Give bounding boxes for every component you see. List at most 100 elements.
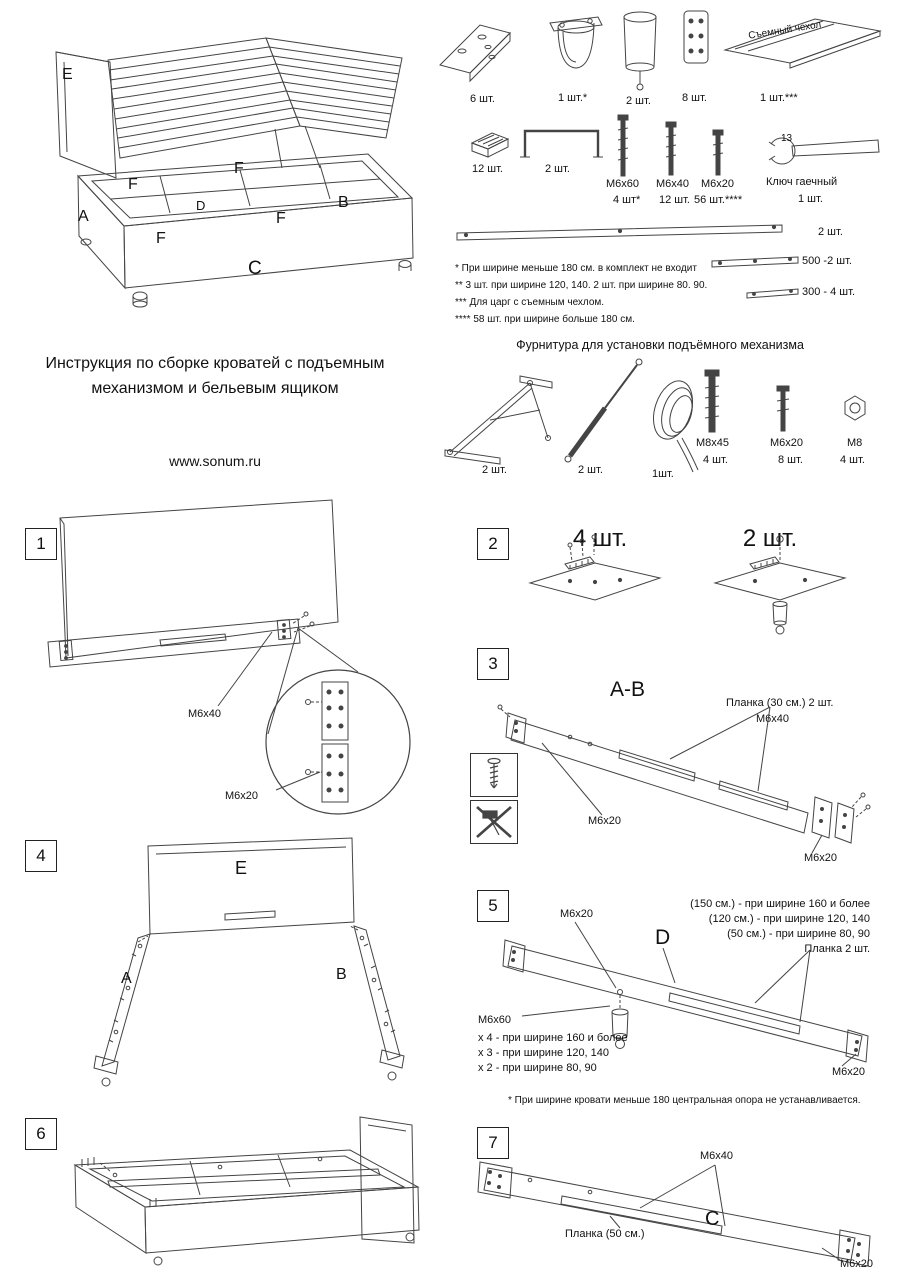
website-link: www.sonum.ru — [169, 453, 261, 469]
no-hammer-icon — [470, 800, 518, 844]
step5-width-line3: (50 см.) - при ширине 80, 90 — [727, 928, 870, 940]
overview-label-f4: F — [156, 230, 166, 247]
overview-label-f1: F — [128, 176, 138, 193]
overview-label-b: B — [338, 194, 349, 211]
step5-width-rule3: х 2 - при ширине 80, 90 — [478, 1062, 597, 1074]
mech-strut-qty: 2 шт. — [578, 464, 603, 476]
step4-section: 4 — [20, 818, 460, 1108]
part-bracket-qty: 6 шт. — [470, 93, 495, 105]
mech-m8x45-name: М8х45 — [696, 437, 730, 449]
step2-drawing — [528, 534, 847, 635]
mech-strap-qty: 1шт. — [652, 468, 674, 480]
step7-number: 7 — [477, 1127, 509, 1159]
step7-drawing — [477, 1161, 871, 1267]
part-m6x20-name: М6х20 — [701, 178, 735, 190]
step3-plank-label: Планка (30 см.) 2 шт. — [726, 697, 834, 709]
overview-label-d: D — [196, 198, 206, 213]
step4-label-a: A — [121, 970, 132, 987]
step3-m6x20-left-label: М6х20 — [588, 815, 622, 827]
document-title-line1: Инструкция по сборке кроватей с подъемны… — [45, 355, 385, 372]
step3-drawing — [497, 704, 871, 854]
step5-width-rule1: х 4 - при ширине 160 и более — [478, 1032, 628, 1044]
step1-number: 1 — [25, 528, 57, 560]
part-m6x60-name: М6х60 — [606, 178, 640, 190]
step5-footnote: * При ширине кровати меньше 180 централь… — [508, 1095, 861, 1106]
step1-m6x20-label: М6х20 — [225, 790, 259, 802]
overview-label-f2: F — [234, 160, 244, 177]
step7-plank-label: Планка (50 см.) — [565, 1228, 645, 1240]
mech-m8x45-qty: 4 шт. — [703, 454, 728, 466]
step5-label-d: D — [655, 926, 671, 949]
bar3-qty: 300 - 4 шт. — [802, 286, 856, 298]
footnote-1: * При ширине меньше 180 см. в комплект н… — [455, 263, 697, 274]
part-m6x40-name: М6х40 — [656, 178, 690, 190]
footnote-4: **** 58 шт. при ширине больше 180 см. — [455, 314, 635, 325]
part-ubracket-qty: 2 шт. — [545, 163, 570, 175]
step2-number: 2 — [477, 528, 509, 560]
step5-width-line1: (150 см.) - при ширине 160 и более — [690, 898, 870, 910]
step4-drawing — [93, 837, 405, 1087]
mech-m8-name: М8 — [847, 437, 863, 449]
step5-section: 5 (150 см.) - при ширине 160 и более (12… — [470, 888, 900, 1118]
step3-section: 3 А-В Планка (30 см.) 2 шт. М6х40 — [470, 645, 895, 880]
bar2-qty: 500 -2 шт. — [802, 255, 852, 267]
mech-m6x20-name: М6х20 — [770, 437, 804, 449]
step7-label-c: С — [705, 1208, 720, 1230]
step2-section: 2 4 шт. 2 шт. — [470, 525, 890, 645]
step2-right-qty: 2 шт. — [742, 525, 798, 552]
step1-m6x40-label: М6х40 — [188, 708, 222, 720]
step5-plank-qty: Планка 2 шт. — [804, 943, 870, 955]
mechanism-title: Фурнитура для установки подъёмного механ… — [516, 338, 804, 352]
part-cup-qty: 1 шт.* — [558, 92, 588, 104]
step4-label-b: B — [336, 966, 347, 983]
step2-left-qty: 4 шт. — [572, 525, 628, 552]
step5-m6x20-top-label: М6х20 — [560, 908, 594, 920]
overview-label-f3: F — [276, 210, 286, 227]
document-title: Инструкция по сборке кроватей с подъемны… — [10, 352, 420, 402]
step1-section: 1 — [20, 490, 450, 820]
parts-list-section: 6 шт. 1 шт.* 2 шт. 8 шт. Съемный чехол 1… — [430, 5, 890, 335]
step5-m6x60-label: М6х60 — [478, 1014, 512, 1026]
mech-m8-qty: 4 шт. — [840, 454, 865, 466]
step4-number: 4 — [25, 840, 57, 872]
screw-type-icon — [470, 753, 518, 797]
step6-number: 6 — [25, 1118, 57, 1150]
overview-label-a: A — [78, 208, 89, 225]
overview-bed-section: E A B C D F F F F — [20, 8, 430, 338]
wrench-size-label: 13 — [781, 133, 793, 144]
footnote-3: *** Для царг с съемным чехлом. — [455, 297, 605, 308]
step6-drawing — [73, 1116, 420, 1266]
part-plate-qty: 8 шт. — [682, 92, 707, 104]
step7-m6x40-label: М6х40 — [700, 1150, 734, 1162]
mechanism-section: Фурнитура для установки подъёмного механ… — [430, 338, 890, 488]
part-glide-qty: 12 шт. — [472, 163, 503, 175]
overview-bed-drawing — [55, 37, 414, 308]
step5-drawing — [502, 921, 869, 1067]
part-wrench-qty: 1 шт. — [798, 193, 823, 205]
mech-lift-qty: 2 шт. — [482, 464, 507, 476]
step3-number: 3 — [477, 648, 509, 680]
step3-title: А-В — [610, 678, 646, 701]
part-wrench-name: Ключ гаечный — [766, 176, 838, 188]
bar1-qty: 2 шт. — [818, 226, 843, 238]
step3-m6x20-right-label: М6х20 — [804, 852, 838, 864]
mech-m6x20-qty: 8 шт. — [778, 454, 803, 466]
step5-width-rule2: х 3 - при ширине 120, 140 — [478, 1047, 610, 1059]
step5-width-line2: (120 см.) - при ширине 120, 140 — [708, 913, 870, 925]
mechanism-icons-drawing — [444, 358, 866, 473]
document-title-line2: механизмом и бельевым ящиком — [91, 379, 339, 397]
part-cover-qty: 1 шт.*** — [760, 92, 798, 104]
part-m6x60-qty: 4 шт* — [613, 194, 641, 206]
step5-number: 5 — [477, 890, 509, 922]
part-m6x40-qty: 12 шт. — [659, 194, 690, 206]
part-leg-qty: 2 шт. — [626, 95, 651, 107]
step3-m6x40-label: М6х40 — [756, 713, 790, 725]
step7-section: 7 — [470, 1120, 900, 1280]
step1-drawing — [47, 499, 411, 815]
step7-m6x20-label: М6х20 — [840, 1258, 874, 1270]
part-m6x20-qty: 56 шт.**** — [694, 194, 743, 206]
parts-icons-drawing — [439, 10, 882, 299]
step6-section: 6 — [20, 1095, 460, 1275]
overview-label-e: E — [62, 66, 73, 83]
